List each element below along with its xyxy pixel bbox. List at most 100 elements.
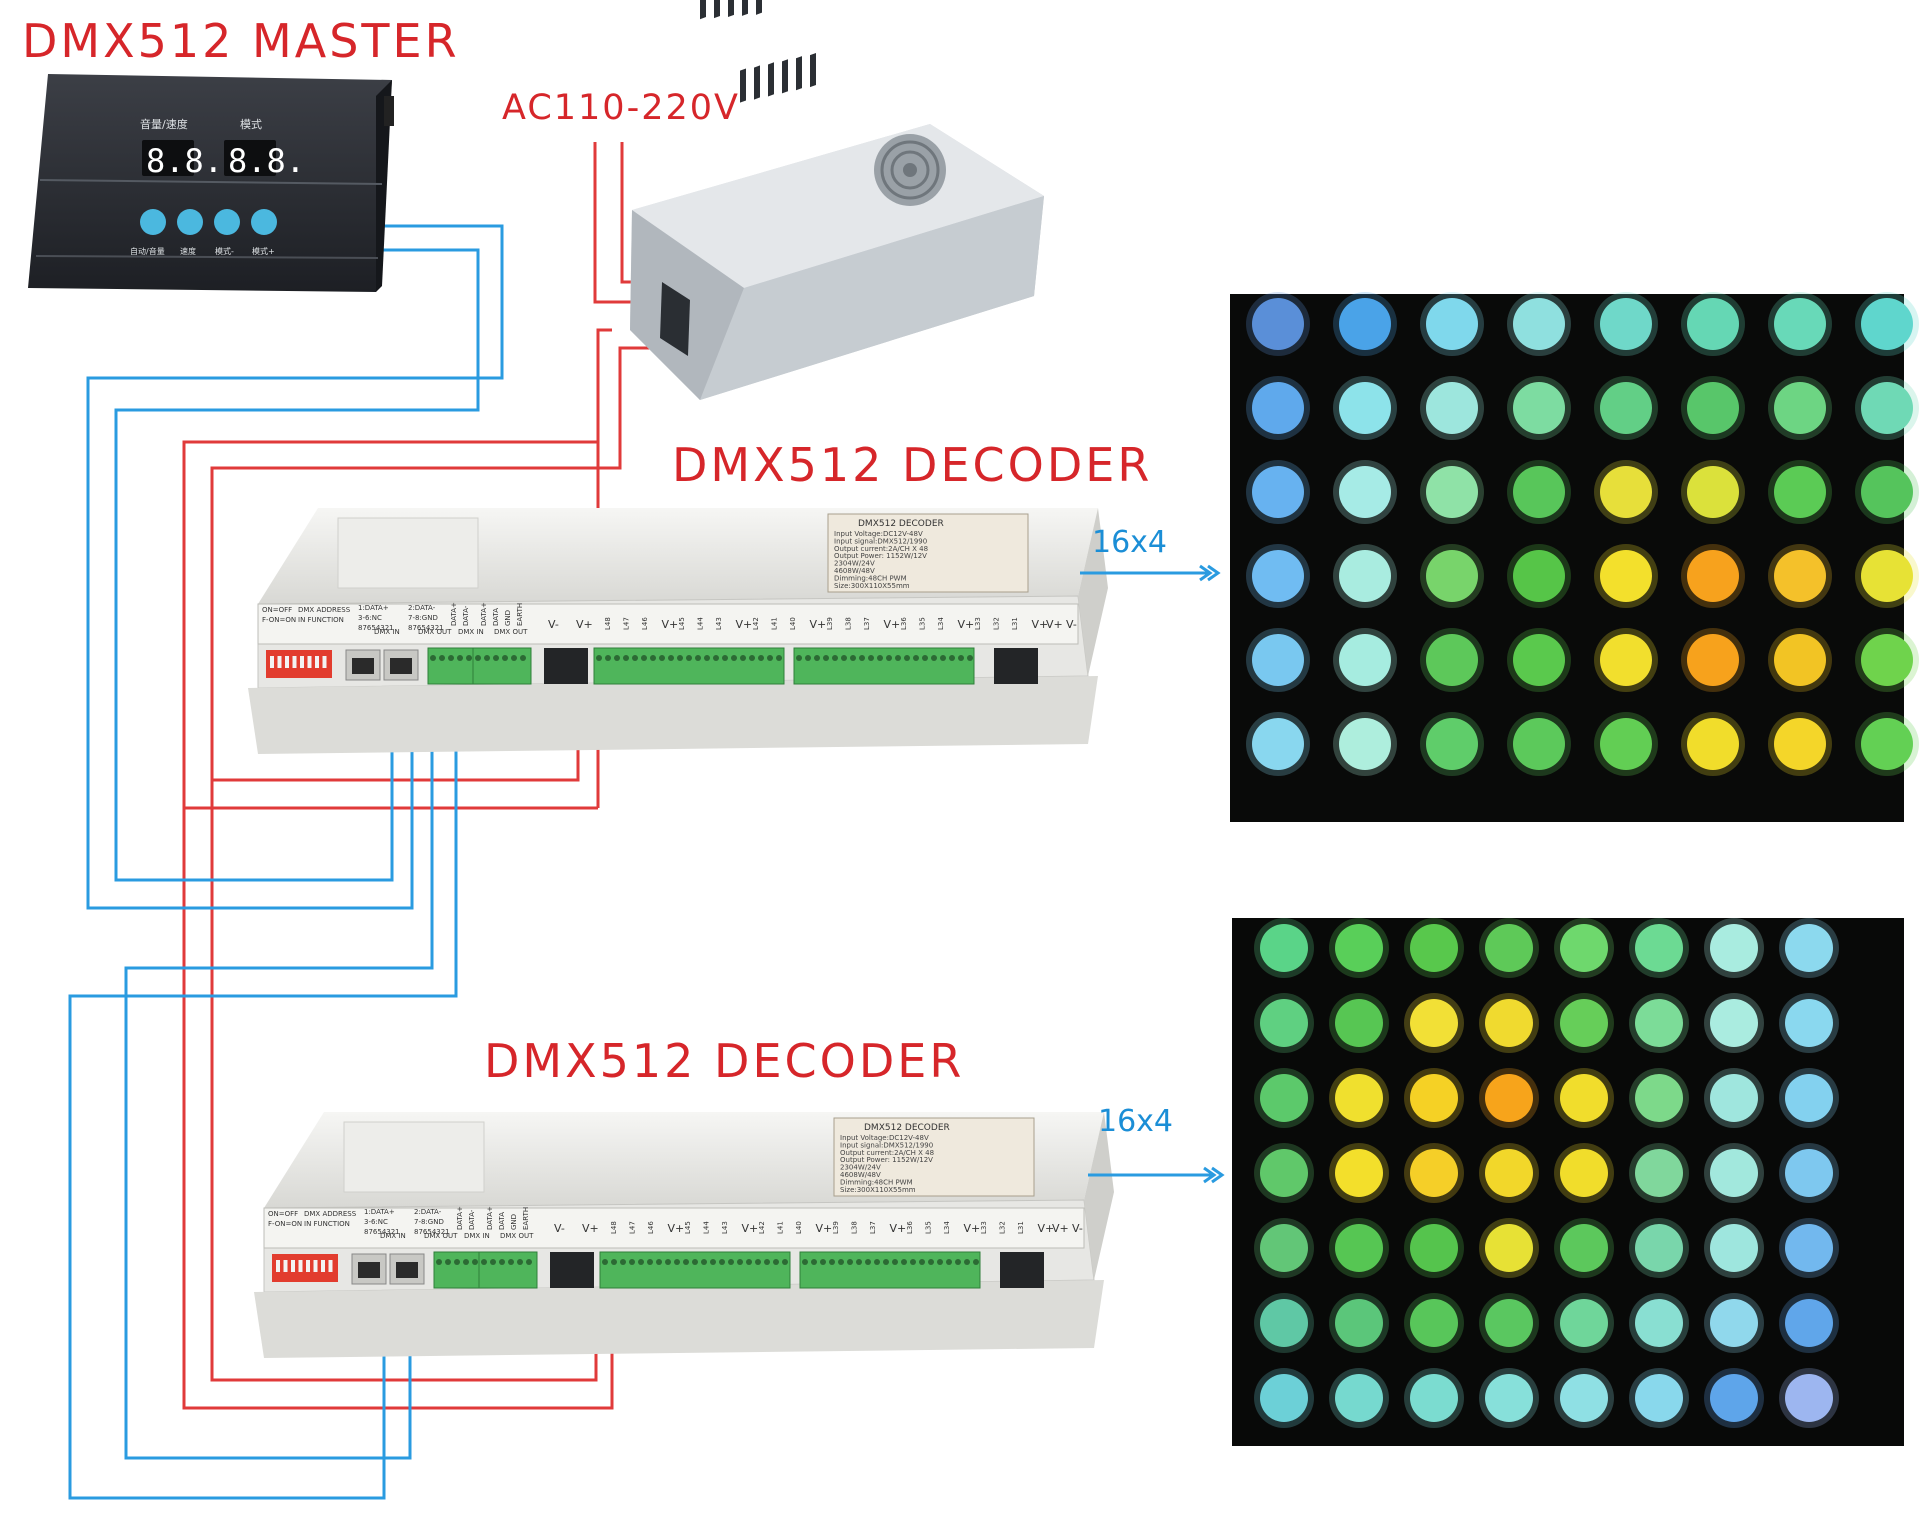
led-dot: [1687, 466, 1739, 518]
led-dot: [1785, 1224, 1833, 1272]
vplus-label-end: V+: [1052, 1222, 1069, 1235]
channel-label: L36: [900, 617, 908, 630]
led-dot: [1426, 298, 1478, 350]
master-display-left: 8.8.: [146, 142, 223, 180]
vent-slot: [714, 0, 720, 19]
channel-label: L39: [826, 617, 834, 630]
led-dot: [1335, 1374, 1383, 1422]
terminal-block-green[interactable]: [472, 647, 532, 685]
led-dot: [1861, 550, 1913, 602]
channel-vplus-label: V+: [816, 1222, 833, 1235]
wire-9: [114, 248, 480, 882]
master-button-mode-plus[interactable]: [251, 209, 277, 235]
led-dot: [1687, 718, 1739, 770]
channel-label: L40: [789, 617, 797, 630]
master-display-right: 8.8.: [228, 142, 305, 180]
master-button-auto[interactable]: [140, 209, 166, 235]
power-terminal-out[interactable]: [1000, 1252, 1044, 1288]
power-terminal-in[interactable]: [550, 1252, 594, 1288]
led-dot: [1600, 382, 1652, 434]
dmx-out-label-2: DMX OUT: [500, 1232, 534, 1240]
plate-title: DMX512 DECODER: [858, 519, 944, 529]
led-dot: [1785, 1374, 1833, 1422]
led-dot: [1560, 1074, 1608, 1122]
power-terminal-in[interactable]: [544, 648, 588, 684]
terminal-block-green[interactable]: [799, 1251, 981, 1289]
gnd-label: GND: [510, 1214, 518, 1230]
channel-label: L41: [771, 617, 779, 630]
channel-vplus-label: V+: [742, 1222, 759, 1235]
led-dot: [1335, 1074, 1383, 1122]
decoder2-title: DMX512 DECODER: [484, 1034, 965, 1088]
led-dot: [1600, 718, 1652, 770]
channel-label: L38: [845, 617, 853, 630]
led-dot: [1426, 634, 1478, 686]
channel-label: L44: [703, 1221, 711, 1234]
channel-label: L46: [641, 617, 649, 630]
led-dot: [1410, 1074, 1458, 1122]
terminal-block-green[interactable]: [593, 647, 785, 685]
dip-switch[interactable]: [266, 650, 332, 678]
led-dot: [1485, 1374, 1533, 1422]
led-dot: [1260, 1299, 1308, 1347]
rj1-num-label: 87654321: [364, 1228, 400, 1236]
dip-switch[interactable]: [272, 1254, 338, 1282]
vplus-label-end: V+: [1046, 618, 1063, 631]
dmx-out-label: DMX OUT: [418, 628, 452, 636]
power-supply: [630, 0, 1044, 400]
led-dot: [1774, 298, 1826, 350]
led-dot: [1774, 718, 1826, 770]
plate-line: Input signal:DMX512/1990: [834, 537, 927, 545]
terminal-block-green[interactable]: [599, 1251, 791, 1289]
led-dot: [1710, 1074, 1758, 1122]
master-title: DMX512 MASTER: [22, 14, 460, 68]
channel-label: L35: [925, 1221, 933, 1234]
led-dot: [1560, 1299, 1608, 1347]
led-dot: [1635, 1149, 1683, 1197]
rj45-in-port[interactable]: [351, 1253, 387, 1285]
channel-label: L33: [980, 1221, 988, 1234]
channel-label: L38: [851, 1221, 859, 1234]
terminal-block-green[interactable]: [793, 647, 975, 685]
terminal-block-green[interactable]: [478, 1251, 538, 1289]
channel-vplus-label: V+: [890, 1222, 907, 1235]
led-dot: [1513, 298, 1565, 350]
vent-slot: [754, 65, 760, 100]
master-label-speed: 音量/速度: [140, 117, 188, 131]
led-dot: [1774, 550, 1826, 602]
rj2-num-label: 87654321: [414, 1228, 450, 1236]
data-label: DATA: [498, 1212, 506, 1230]
decoder1-output-label: 16x4: [1092, 525, 1168, 560]
led-dot: [1710, 924, 1758, 972]
led-dot: [1513, 466, 1565, 518]
channel-label: L46: [647, 1221, 655, 1234]
channel-label: L37: [863, 617, 871, 630]
led-dot: [1485, 1149, 1533, 1197]
led-dot: [1339, 298, 1391, 350]
channel-vplus-label: V+: [662, 618, 679, 631]
master-button-speed[interactable]: [177, 209, 203, 235]
channel-label: L36: [906, 1221, 914, 1234]
dip-on-label: ON=OFF: [262, 606, 292, 614]
led-dot: [1252, 634, 1304, 686]
master-button-mode-minus[interactable]: [214, 209, 240, 235]
led-dot: [1861, 382, 1913, 434]
led-dot: [1560, 1149, 1608, 1197]
led-dot: [1426, 382, 1478, 434]
plate-line: Input Voltage:DC12V-48V: [840, 1134, 929, 1142]
channel-label: L47: [629, 1221, 637, 1234]
power-terminal-out[interactable]: [994, 648, 1038, 684]
channel-label: L47: [623, 617, 631, 630]
led-dot: [1560, 1374, 1608, 1422]
channel-vplus-label: V+: [1032, 618, 1049, 631]
channel-label: L39: [832, 1221, 840, 1234]
dmx-in-label-2: DMX IN: [464, 1232, 490, 1240]
led-dot: [1426, 550, 1478, 602]
led-dot: [1560, 1224, 1608, 1272]
led-dot: [1335, 1149, 1383, 1197]
channel-label: L32: [999, 1221, 1007, 1234]
led-dot: [1785, 1299, 1833, 1347]
led-dot: [1339, 634, 1391, 686]
channel-label: L45: [684, 1221, 692, 1234]
